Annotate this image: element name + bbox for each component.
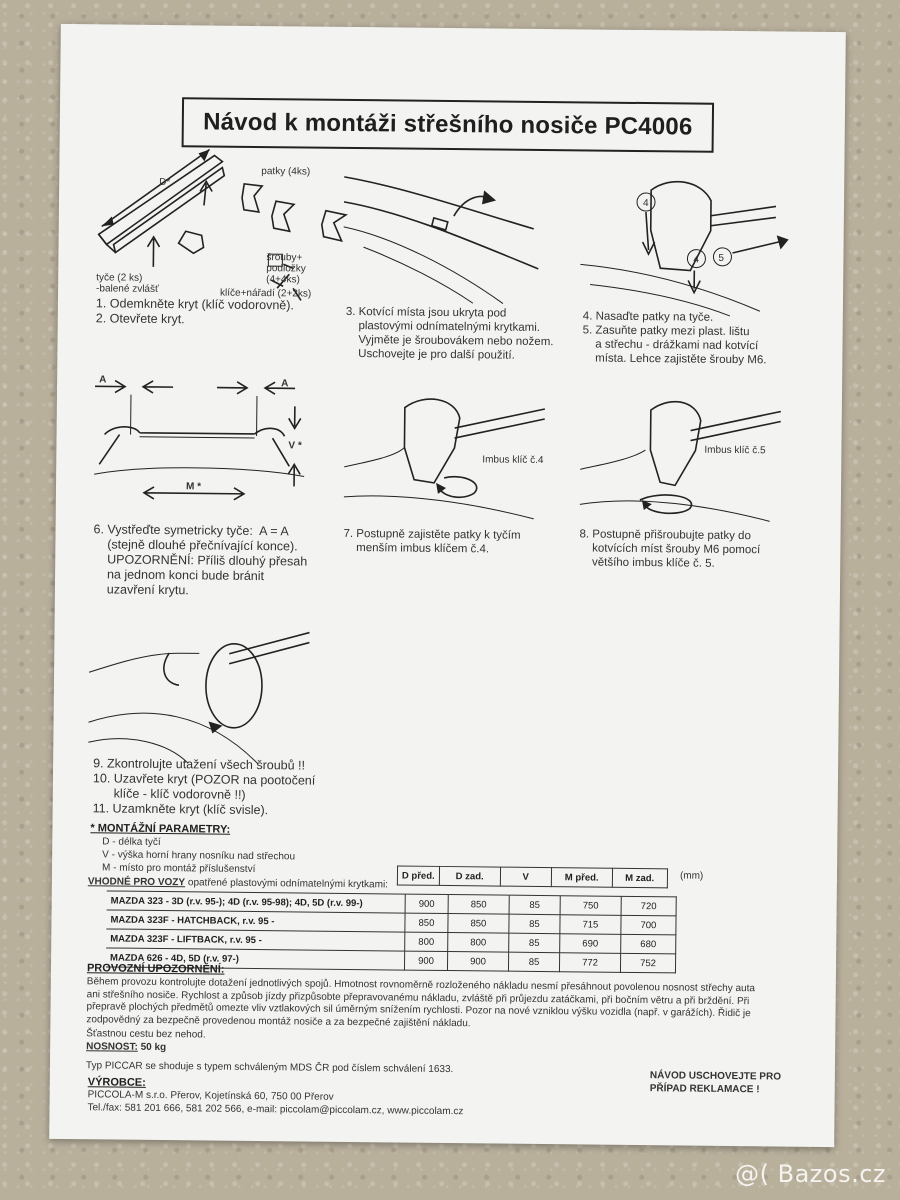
table-header-row: D před. D zad. V M před. M zad. [397, 865, 668, 888]
table-unit: (mm) [679, 870, 704, 882]
imbus5-illustration [579, 401, 782, 522]
step-3: 3. Kotvící místa jsou ukryta pod plastov… [345, 305, 554, 362]
params-heading: * MONTÁŽNÍ PARAMETRY: [90, 822, 231, 836]
imbus4-illustration [343, 398, 546, 520]
table-intro-bold: VHODNÉ PRO VOZY [87, 876, 186, 889]
key-lock-illustration [88, 631, 310, 765]
cell-d-pred: 900 [405, 894, 449, 914]
label-imbus4: Imbus klíč č.4 [482, 454, 544, 466]
label-4b: 4 [693, 254, 700, 266]
cell-v: 85 [509, 895, 561, 915]
cell-d-pred: 850 [404, 913, 449, 933]
label-tyce: tyče (2 ks) -balené zvlášť [96, 272, 159, 295]
label-imbus5: Imbus klíč č.5 [704, 444, 766, 457]
nosnost-value: 50 kg [140, 1041, 167, 1054]
step-6: 6. Vystřeďte symetricky tyče: A = A (ste… [92, 522, 308, 598]
cell-d-zad: 850 [447, 913, 510, 934]
cell-v: 85 [508, 933, 560, 953]
roof-cover-illustration [343, 176, 539, 304]
cell-v: 85 [508, 952, 560, 972]
maker-heading: VÝROBCE: [87, 1076, 146, 1089]
cell-d-zad: 800 [447, 932, 509, 953]
warnings-closing: Šťastnou cestu bez nehod. [86, 1028, 206, 1041]
param-d: D - délka tyčí [102, 836, 161, 849]
label-d: D* [159, 176, 171, 189]
header-v: V [500, 867, 552, 887]
cell-m-pred: 690 [559, 933, 621, 954]
site-watermark: @( Bazos.cz [735, 1160, 886, 1188]
cell-m-pred: 772 [559, 952, 621, 973]
dimensions-header: D před. D zad. V M před. M zad. [397, 865, 668, 888]
instruction-sheet: Návod k montáži střešního nosiče PC4006 … [49, 23, 846, 1148]
parts-illustration [97, 148, 348, 301]
header-m-pred: M před. [551, 867, 613, 888]
cell-m-zad: 680 [620, 934, 676, 954]
table-intro-rest: opatřené plastovými odnímatelnými krytka… [187, 877, 389, 891]
vehicle-table: MAZDA 323 - 3D (r.v. 95-); 4D (r.v. 95-9… [105, 890, 677, 973]
nosnost-label: NOSNOST: [86, 1041, 138, 1053]
header-d-pred: D před. [397, 865, 440, 886]
table-intro: VHODNÉ PRO VOZY opatřené plastovými odní… [88, 876, 388, 892]
param-m: M - místo pro montáž příslušenství [101, 862, 256, 876]
label-m: M * [185, 481, 202, 493]
cell-m-zad: 720 [621, 896, 677, 916]
type-approval: Typ PICCAR se shoduje s typem schváleným… [85, 1060, 454, 1076]
label-5: 5 [718, 252, 725, 264]
nosnost: NOSNOST: 50 kg [86, 1041, 166, 1054]
step-7: 7. Postupně zajistěte patky k tyčím menš… [343, 527, 521, 556]
step-9-11: 9. Zkontrolujte utažení všech šroubů !! … [92, 756, 316, 818]
label-4a: 4 [642, 198, 649, 210]
cell-d-pred: 800 [404, 932, 448, 952]
keep-notice: NÁVOD USCHOVEJTE PRO PŘÍPAD REKLAMACE ! [649, 1070, 782, 1095]
cell-d-zad: 850 [448, 894, 510, 915]
step-4-5: 4. Nasaďte patky na tyče. 5. Zasuňte pat… [582, 310, 767, 367]
maker-contact: Tel./fax: 581 201 666, 581 202 566, e-ma… [87, 1102, 464, 1118]
warnings-heading: PROVOZNÍ UPOZORNĚNÍ: [86, 962, 225, 976]
cell-m-zad: 700 [620, 915, 677, 935]
label-v: V * [288, 440, 302, 452]
cell-d-zad: 900 [447, 951, 509, 972]
label-patky: patky (4ks) [261, 166, 311, 178]
label-a-left: A [99, 374, 107, 386]
header-m-zad: M zad. [612, 868, 668, 888]
foot-mounting-illustration [580, 181, 789, 317]
cell-d-pred: 900 [404, 951, 448, 971]
centering-illustration [94, 379, 305, 501]
label-a-right: A [281, 378, 289, 390]
cell-v: 85 [508, 914, 561, 934]
warnings-text: Během provozu kontrolujte dotažení jedno… [86, 976, 756, 1029]
step-1-2: 1. Odemkněte kryt (klíč vodorovně). 2. O… [95, 296, 294, 327]
cell-m-zad: 752 [620, 953, 676, 973]
step-8: 8. Postupně přišroubujte patky do kotvíc… [579, 528, 761, 570]
label-srouby: šrouby+ podložky (4+4ks) [266, 252, 306, 286]
cell-m-pred: 750 [560, 895, 622, 916]
header-d-zad: D zad. [439, 866, 501, 887]
cell-m-pred: 715 [559, 914, 622, 935]
